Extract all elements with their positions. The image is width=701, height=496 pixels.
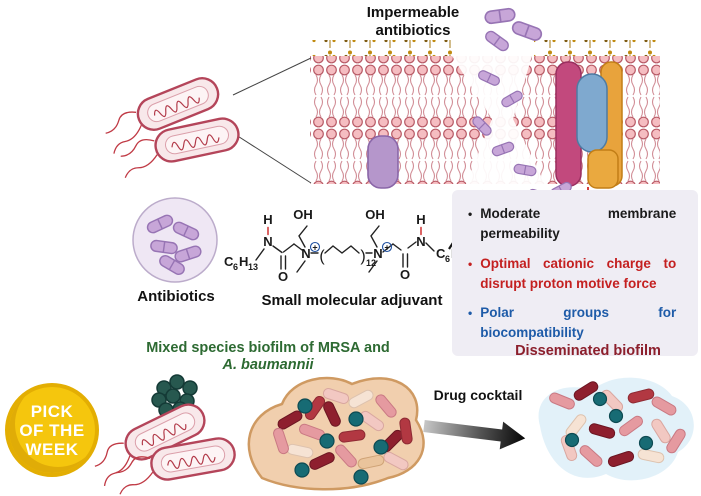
mechanism-panel: • Moderate membrane permeability • Optim… bbox=[452, 190, 698, 356]
coccus-cell bbox=[319, 433, 335, 449]
coccus-cell bbox=[608, 408, 624, 424]
badge-line3: WEEK bbox=[25, 439, 79, 459]
badge-line1: PICK bbox=[30, 401, 74, 421]
coccus-cell bbox=[353, 469, 369, 485]
carbonyl-o-left: O bbox=[278, 269, 288, 284]
amide-n-right: N bbox=[416, 234, 425, 249]
bullet-membrane-permeability: • Moderate membrane permeability bbox=[468, 204, 684, 245]
bacterium bbox=[116, 114, 244, 179]
formula-c: C bbox=[436, 246, 446, 261]
formula-sub6: 6 bbox=[233, 262, 238, 272]
coccus-cell bbox=[294, 462, 310, 478]
dish-circle bbox=[132, 197, 218, 283]
hydroxyl-right: OH bbox=[365, 207, 385, 222]
bacteria-top-left bbox=[98, 72, 244, 179]
mixed-biofilm-line1: Mixed species biofilm of MRSA and bbox=[146, 340, 390, 356]
paren-open: ( bbox=[319, 248, 325, 265]
formula-h: H bbox=[239, 254, 248, 269]
bullet-text: Polar groups for biocompatibility bbox=[480, 305, 677, 341]
coccus-cell bbox=[373, 439, 389, 455]
paren-close: ) bbox=[360, 248, 365, 265]
antibiotic-pill bbox=[510, 19, 544, 43]
membrane-disruption-gap bbox=[452, 56, 545, 184]
formula-sub13: 13 bbox=[248, 262, 258, 272]
plus-charge: + bbox=[384, 243, 389, 253]
plus-charge: + bbox=[312, 243, 317, 253]
bullet-dot: • bbox=[468, 207, 473, 221]
bullet-polar-groups: • Polar groups for biocompatibility bbox=[468, 303, 684, 344]
antibiotics-dish bbox=[132, 197, 218, 283]
coccus-cell bbox=[564, 432, 580, 448]
lps-glycans-left bbox=[312, 40, 452, 56]
coccus-cell bbox=[592, 391, 608, 407]
amide-n-left: N bbox=[263, 234, 272, 249]
biofilm-blob bbox=[247, 376, 425, 491]
efflux-pump-base bbox=[587, 149, 619, 189]
pick-of-week-badge: PICK OF THE WEEK bbox=[5, 383, 99, 477]
mixed-biofilm-label: Mixed species biofilm of MRSA and A. bau… bbox=[130, 340, 406, 374]
coccus-cell bbox=[297, 398, 313, 414]
carbonyl-o-right: O bbox=[400, 267, 410, 282]
disseminated-biofilm bbox=[538, 377, 694, 481]
antibiotic-pill bbox=[483, 7, 517, 25]
bullet-dot: • bbox=[468, 256, 473, 271]
adjuvant-label: Small molecular adjuvant bbox=[261, 292, 443, 309]
coccus-cell bbox=[638, 435, 654, 451]
adjuvant-structure: C 6 H 13 H N O N + OH ( ) 12 N + OH O H … bbox=[224, 207, 470, 284]
bullet-text: Moderate membrane permeability bbox=[480, 206, 677, 242]
bullet-dot: • bbox=[468, 306, 473, 320]
amide-h-left: H bbox=[263, 212, 272, 227]
disseminated-biofilm-label: Disseminated biofilm bbox=[515, 343, 661, 359]
membrane-proteins bbox=[367, 61, 623, 189]
formula-sub6: 6 bbox=[445, 254, 450, 264]
impermeable-antibiotics-label: Impermeable antibiotics bbox=[366, 4, 460, 39]
formula-c: C bbox=[224, 254, 234, 269]
quaternary-n-right: N bbox=[373, 246, 382, 261]
bullet-text: Optimal cationic charge to disrupt proto… bbox=[480, 255, 677, 291]
drug-cocktail-arrow bbox=[423, 420, 526, 450]
amide-h-right: H bbox=[416, 212, 425, 227]
purple-transport-protein bbox=[367, 135, 399, 189]
lps-glycans-right bbox=[534, 40, 660, 56]
badge-line2: OF THE bbox=[19, 420, 85, 440]
bullet-cationic-charge: • Optimal cationic charge to disrupt pro… bbox=[468, 254, 684, 295]
coccus-cell bbox=[348, 411, 364, 427]
badge-text: PICK OF THE WEEK bbox=[19, 402, 84, 459]
mixed-biofilm-line2: A. baumannii bbox=[222, 357, 314, 373]
zoom-lines bbox=[232, 57, 312, 184]
quaternary-n-left: N bbox=[301, 246, 310, 261]
efflux-pump-blue-subunit bbox=[576, 73, 608, 153]
hydroxyl-left: OH bbox=[293, 207, 313, 222]
antibiotics-label: Antibiotics bbox=[137, 288, 215, 305]
repeat-12: 12 bbox=[366, 258, 376, 268]
drug-cocktail-label: Drug cocktail bbox=[433, 387, 523, 403]
